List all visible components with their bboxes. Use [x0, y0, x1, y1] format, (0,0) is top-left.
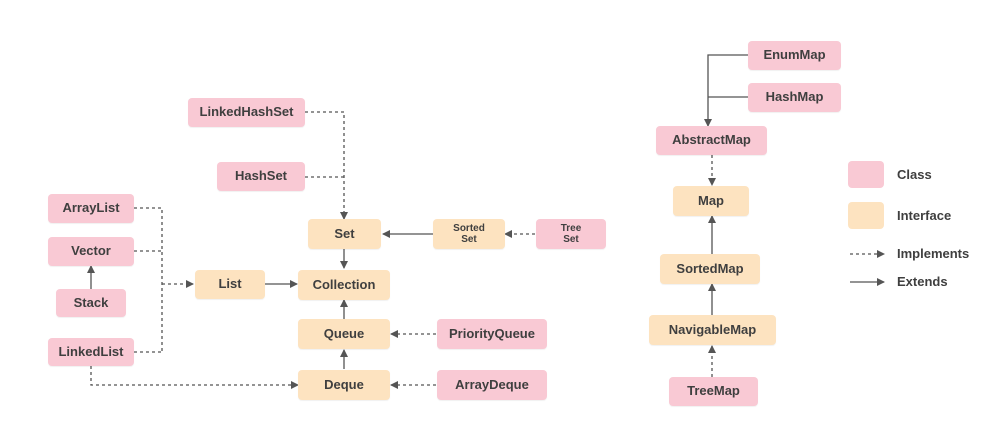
edge-linkedhashset-set [305, 111, 348, 220]
node-hashmap: HashMap [748, 83, 841, 112]
node-linkedlist: LinkedList [48, 338, 134, 366]
node-arraylist: ArrayList [48, 194, 134, 223]
legend-class-label: Class [897, 167, 932, 182]
node-linkedhashset: LinkedHashSet [188, 98, 305, 127]
legend-interface-swatch [848, 202, 884, 229]
node-sortedset: Sorted Set [433, 219, 505, 249]
node-treeset: Tree Set [536, 219, 606, 249]
node-navigablemap: NavigableMap [649, 315, 776, 345]
legend-interface-label: Interface [897, 208, 952, 223]
node-collection: Collection [298, 270, 390, 300]
node-abstractmap: AbstractMap [656, 126, 767, 155]
node-stack: Stack [56, 289, 126, 317]
legend-implements-label: Implements [897, 246, 970, 261]
node-enummap: EnumMap [748, 41, 841, 70]
node-set: Set [308, 219, 381, 249]
legend-class-swatch [848, 161, 884, 188]
node-priorityqueue: PriorityQueue [437, 319, 547, 349]
node-map: Map [673, 186, 749, 216]
node-queue: Queue [298, 319, 390, 349]
node-vector: Vector [48, 237, 134, 266]
node-list: List [195, 270, 265, 299]
node-sortedmap: SortedMap [660, 254, 760, 284]
node-arraydeque: ArrayDeque [437, 370, 547, 400]
node-treemap: TreeMap [669, 377, 758, 406]
node-deque: Deque [298, 370, 390, 400]
edge-linkedlist-deque [90, 366, 299, 389]
node-hashset: HashSet [217, 162, 305, 191]
edge-arraylist-list [134, 207, 163, 352]
legend-extends-label: Extends [897, 274, 948, 289]
edge-enummap-abstractmap [704, 54, 748, 127]
